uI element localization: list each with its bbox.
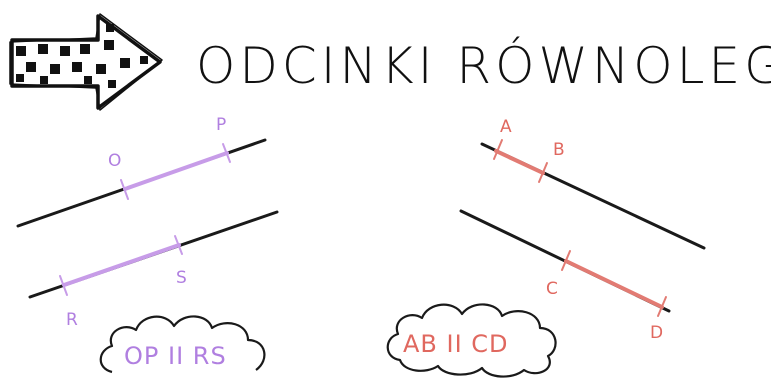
relation-cloud-left: OP II RS (99, 315, 266, 374)
relation-text-right: AB II CD (403, 330, 509, 358)
right-figure: A B C D (459, 117, 706, 343)
relation-cloud-right: AB II CD (386, 303, 557, 378)
point-label-c: C (546, 279, 558, 299)
point-label-o: O (108, 151, 121, 171)
segment-ab (494, 149, 545, 175)
page-title: ODCINKI RÓWNOLEGŁE (196, 36, 771, 95)
relation-text-left: OP II RS (124, 342, 227, 370)
point-label-b: B (553, 140, 565, 160)
point-label-s: S (176, 268, 187, 288)
point-label-a: A (500, 117, 512, 137)
segment-cd (564, 259, 664, 309)
point-label-p: P (216, 115, 226, 135)
tick-c (561, 250, 571, 271)
tick-o (120, 179, 129, 200)
segment-rs (62, 243, 181, 287)
tick-d (657, 296, 667, 317)
tick-b (538, 162, 548, 183)
point-label-r: R (66, 310, 78, 330)
point-label-d: D (650, 323, 663, 343)
segment-op (123, 151, 229, 191)
tick-s (174, 235, 183, 255)
tick-p (222, 143, 231, 163)
tick-r (59, 275, 68, 296)
left-figure: O P R S (16, 115, 279, 330)
tick-a (493, 139, 503, 160)
checkered-arrow-icon (9, 13, 163, 111)
